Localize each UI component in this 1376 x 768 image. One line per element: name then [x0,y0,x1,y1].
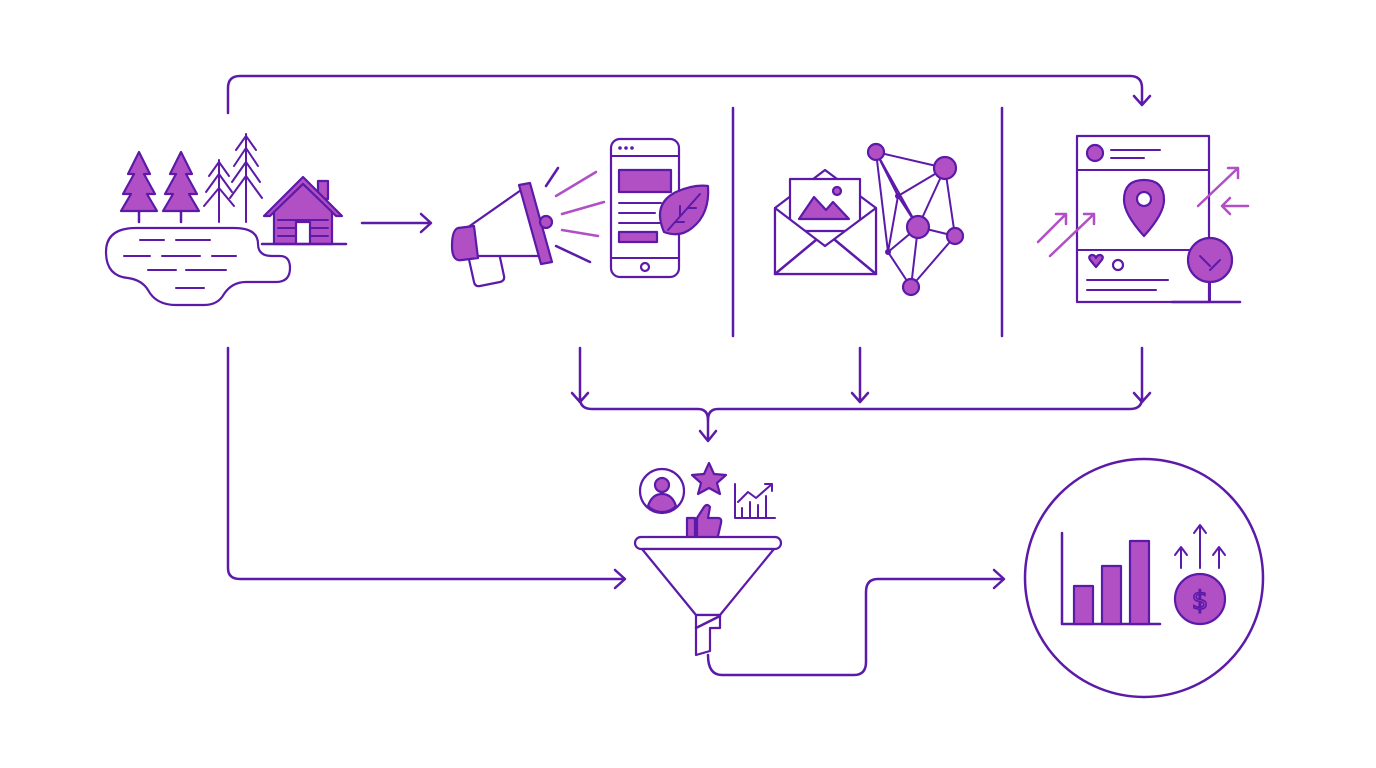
growth-arrow-3 [1212,546,1226,569]
growth-arrow-2 [1193,524,1207,569]
lake-shape [104,226,292,307]
cabin-icon [260,175,348,246]
node-small-2 [885,249,891,255]
outbound-arrow [1196,166,1240,208]
arrowhead-social [1132,94,1152,107]
post-avatar [1085,143,1105,163]
arrowhead-channel-2 [850,391,870,404]
revenue-bar-3 [1128,539,1151,626]
node-small-1 [895,193,901,199]
email-envelope-icon [773,168,878,276]
megaphone-cap [450,224,480,262]
return-arrow [1220,196,1250,216]
arrowhead-funnel-side [613,568,627,590]
connector-forest-to-social [226,74,1144,115]
location-pin [1122,178,1166,238]
mobile-app-leaf-icon [609,137,710,279]
merge-right [706,396,1144,422]
post-frame [1075,134,1211,304]
coin-icon [1173,572,1227,626]
user-profile-icon [638,467,686,515]
connector-forest-to-funnel [226,346,626,581]
revenue-growth-icon: $ [1023,457,1265,699]
leaf-veins [667,193,701,231]
forest-lake-cabin-icon [104,133,348,307]
envelope-photo [788,177,862,233]
network-links [875,151,956,288]
star-icon [690,461,728,496]
sound-ray-2 [554,170,598,198]
thumbs-up-icon [685,503,723,540]
connector-funnel-to-revenue [706,577,1005,677]
location-pin-hole [1135,190,1153,208]
envelope-folds [773,238,878,276]
inbound-arrow-1 [1036,212,1068,244]
sound-ray-1 [544,166,560,188]
tree-canopy [1186,236,1234,284]
sound-ray-4 [560,228,600,238]
pine-tree-outline-2 [229,133,263,223]
analytics-chart-icon [734,483,776,519]
phone-text-lines [618,202,662,224]
growth-arrow-1 [1174,546,1188,569]
engagement-icons-cluster [638,461,776,540]
photo-mountains [797,195,851,221]
revenue-circle [1023,457,1265,699]
node-4 [945,226,965,246]
revenue-axes [1060,531,1162,626]
inbound-arrow-2 [1048,212,1096,258]
network-nodes-icon [866,142,965,297]
megaphone-icon [450,166,606,288]
photo-sun [831,185,843,197]
megaphone-knob [538,214,554,230]
sound-ray-3 [560,200,606,216]
tree-trunk [1199,255,1221,303]
pine-tree-outline-1 [203,159,235,223]
arrowhead-funnel-top [698,429,718,443]
sound-ray-5 [554,244,592,264]
funnel-rim [633,535,783,551]
node-2 [932,155,958,181]
arrowhead-megaphone [419,212,433,234]
post-header-lines [1110,149,1161,159]
revenue-bar-1 [1072,584,1095,626]
conversion-funnel-icon [633,535,783,657]
megaphone-rim [517,181,554,266]
funnel-cone [640,547,776,617]
pine-tree-filled-2 [161,150,201,224]
lake-waves [123,239,237,289]
revenue-bar-2 [1100,564,1123,626]
merge-left [578,396,710,442]
arrowhead-revenue [992,568,1006,590]
connectors [226,74,1152,677]
phone-button [617,230,659,244]
like-heart-icon [1088,253,1104,269]
pine-tree-filled-1 [119,150,159,224]
node-5 [901,277,921,297]
dollar-sign: $ [1192,586,1209,616]
social-post-location-icon [1036,134,1250,304]
phone-banner [617,168,673,194]
node-3 [905,214,931,240]
node-1 [866,142,886,162]
funnel-spout-band [694,614,722,630]
post-dividers [1076,169,1210,251]
phone-bezels [610,155,680,259]
post-caption-lines [1086,279,1169,291]
comment-icon [1111,258,1125,272]
phone-home-button [639,261,651,273]
